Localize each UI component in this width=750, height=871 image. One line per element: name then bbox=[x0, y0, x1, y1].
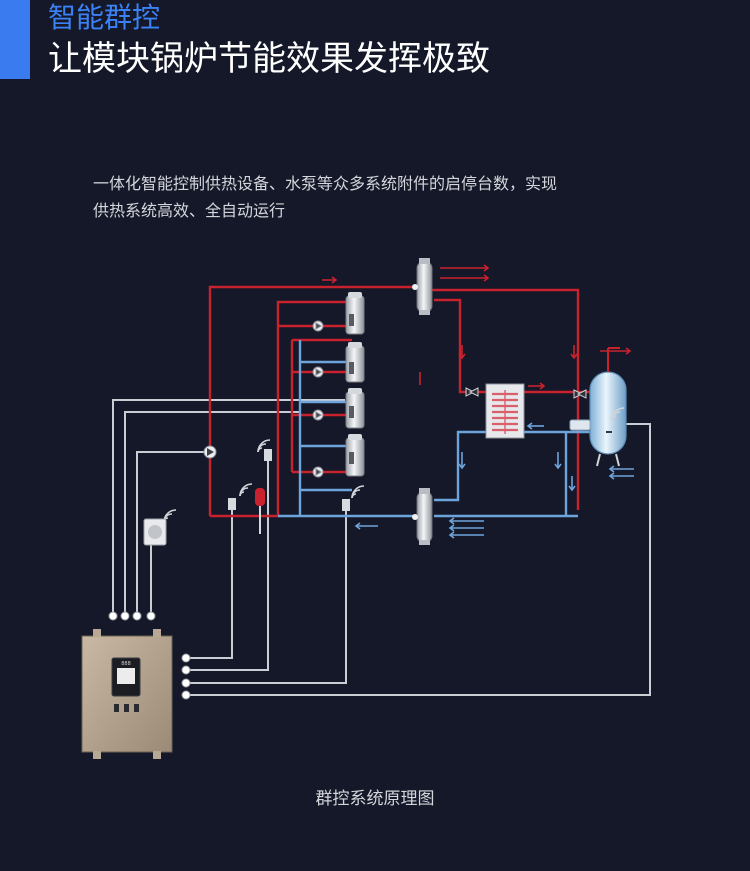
cabinet-terminals bbox=[108, 611, 191, 700]
return-pipes bbox=[278, 340, 590, 518]
svg-text:888: 888 bbox=[121, 661, 131, 667]
boiler-module-1 bbox=[345, 292, 365, 335]
return-arrows bbox=[354, 422, 634, 539]
module-pumps bbox=[312, 320, 324, 478]
boiler-module-2 bbox=[345, 342, 365, 383]
supply-arrows bbox=[322, 264, 632, 390]
description-line-1: 一体化智能控制供热设备、水泵等众多系统附件的启停台数，实现 bbox=[93, 174, 558, 193]
supply-manifold bbox=[412, 258, 433, 315]
boiler-module-3 bbox=[345, 388, 365, 429]
control-cabinet: 888 bbox=[81, 629, 173, 759]
plate-heat-exchanger bbox=[485, 383, 525, 439]
return-manifold bbox=[412, 488, 433, 545]
description: 一体化智能控制供热设备、水泵等众多系统附件的启停台数，实现 供热系统高效、全自动… bbox=[93, 170, 653, 224]
diagram-caption: 群控系统原理图 bbox=[315, 789, 435, 809]
accent-bar bbox=[0, 0, 30, 79]
section-kicker: 智能群控 bbox=[48, 1, 161, 34]
description-line-2: 供热系统高效、全自动运行 bbox=[93, 201, 286, 220]
valve-icons bbox=[465, 387, 587, 399]
boiler-module-4 bbox=[345, 434, 365, 477]
storage-tank bbox=[569, 347, 627, 467]
signal-lines bbox=[112, 399, 651, 696]
outdoor-sensor bbox=[143, 518, 167, 546]
page-title: 让模块锅炉节能效果发挥极致 bbox=[48, 39, 490, 79]
sensor-probes bbox=[228, 449, 350, 511]
control-system-diagram: 888 bbox=[81, 258, 651, 759]
main-pump-icon bbox=[203, 445, 217, 459]
expansion-tank bbox=[255, 488, 265, 534]
